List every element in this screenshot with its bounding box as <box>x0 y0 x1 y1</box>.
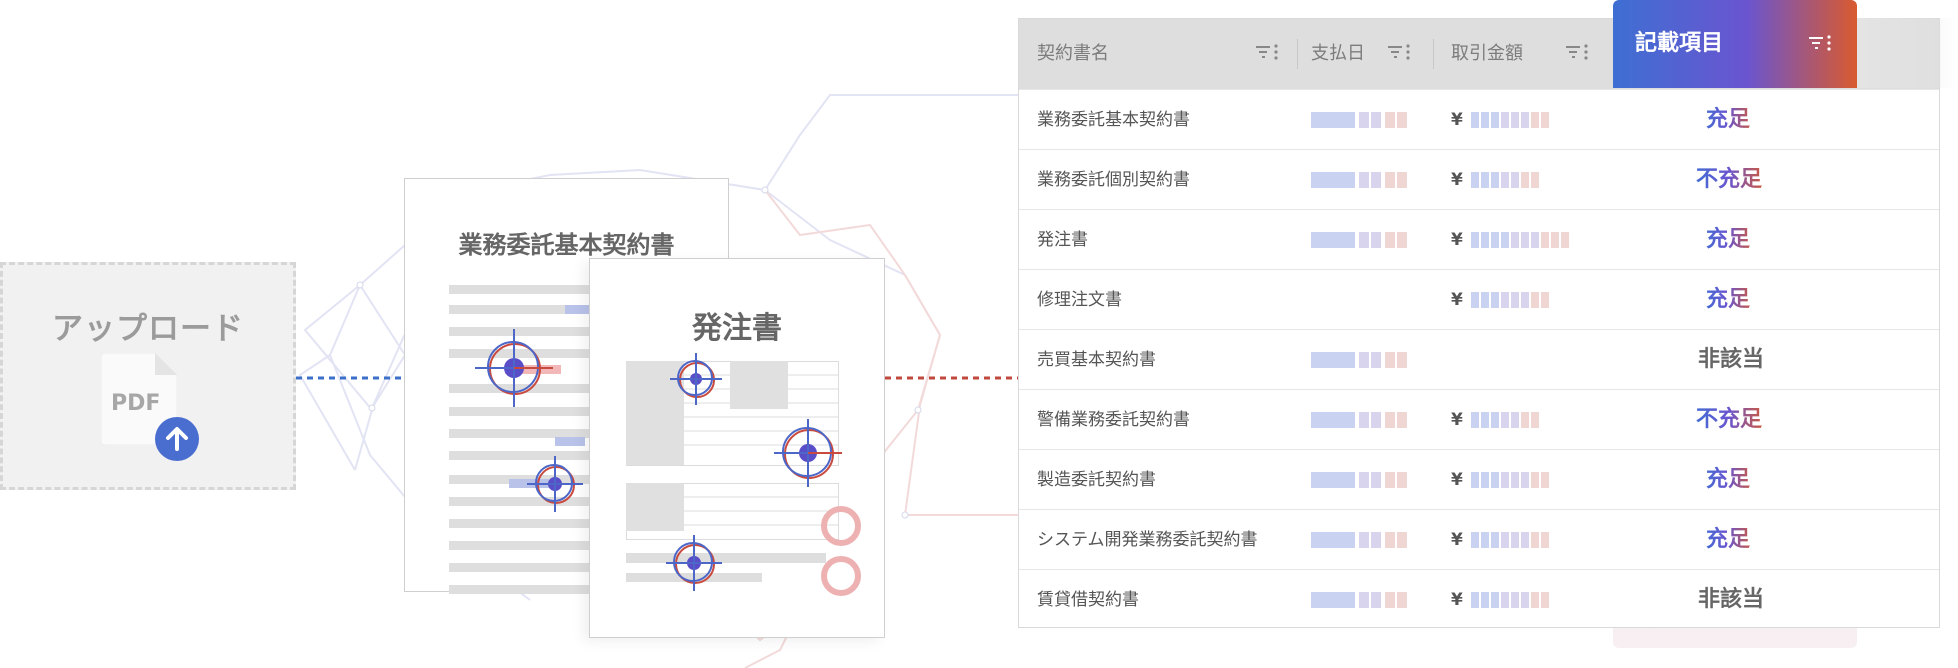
filter-icon[interactable] <box>1387 43 1411 63</box>
column-header-items[interactable]: 記載項目 <box>1613 0 1857 88</box>
upload-arrow-icon[interactable] <box>155 417 199 461</box>
status-badge: 充足 <box>1701 510 1755 570</box>
row-contract-name: 修理注文書 <box>1037 290 1122 310</box>
currency-symbol: ¥ <box>1451 530 1463 550</box>
table-row[interactable]: 売買基本契約書 非該当 <box>1019 329 1939 389</box>
pdf-label: PDF <box>111 391 161 416</box>
pdf-file-icon <box>101 353 177 445</box>
table-row[interactable]: 製造委託契約書 ¥ 充足 <box>1019 449 1939 509</box>
status-badge: 充足 <box>1701 270 1755 330</box>
currency-symbol: ¥ <box>1451 290 1463 310</box>
upload-dropzone[interactable]: アップロード PDF <box>0 262 296 490</box>
currency-symbol: ¥ <box>1451 470 1463 490</box>
row-contract-name: 警備業務委託契約書 <box>1037 410 1190 430</box>
status-badge: 不充足 <box>1691 390 1767 450</box>
row-contract-name: 業務委託基本契約書 <box>1037 110 1190 130</box>
currency-symbol: ¥ <box>1451 410 1463 430</box>
target-marker-icon <box>666 535 722 591</box>
row-contract-name: 製造委託契約書 <box>1037 470 1156 490</box>
status-badge: 充足 <box>1701 210 1755 270</box>
currency-symbol: ¥ <box>1451 170 1463 190</box>
table-row[interactable]: 発注書 ¥ 充足 <box>1019 209 1939 269</box>
table-row[interactable]: 修理注文書 ¥ 充足 <box>1019 269 1939 329</box>
empty-field-marker-icon <box>821 506 861 596</box>
table-row[interactable]: 賃貸借契約書 ¥ 非該当 <box>1019 569 1939 629</box>
status-badge: 非該当 <box>1697 347 1764 372</box>
column-header-items-label: 記載項目 <box>1635 31 1724 56</box>
column-header-amount[interactable]: 取引金額 <box>1451 43 1523 64</box>
filter-icon[interactable] <box>1807 34 1833 54</box>
row-contract-name: 発注書 <box>1037 230 1088 250</box>
row-contract-name: 業務委託個別契約書 <box>1037 170 1190 190</box>
header-fade <box>1857 18 1958 88</box>
table-row[interactable]: 業務委託基本契約書 ¥ 充足 <box>1019 89 1939 149</box>
column-header-name[interactable]: 契約書名 <box>1037 43 1109 64</box>
row-contract-name: 売買基本契約書 <box>1037 350 1156 370</box>
document-preview-2: 発注書 <box>589 258 885 638</box>
document-title: 発注書 <box>692 311 782 346</box>
status-badge: 充足 <box>1701 450 1755 510</box>
status-badge: 不充足 <box>1691 150 1767 210</box>
target-marker-icon <box>670 353 722 405</box>
document-title: 業務委託基本契約書 <box>458 230 675 259</box>
filter-icon[interactable] <box>1255 43 1279 63</box>
row-contract-name: 賃貸借契約書 <box>1037 590 1139 610</box>
currency-symbol: ¥ <box>1451 590 1463 610</box>
contract-table: 契約書名 支払日 取引金額 業務委託基本契約書¥充足業務委託個別契約書¥不充足発… <box>1018 18 1940 628</box>
table-row[interactable]: システム開発業務委託契約書 ¥ 充足 <box>1019 509 1939 569</box>
column-header-date[interactable]: 支払日 <box>1311 43 1365 64</box>
target-marker-icon <box>527 456 583 512</box>
table-row[interactable]: 警備業務委託契約書 ¥ 不充足 <box>1019 389 1939 449</box>
target-marker-icon <box>774 419 842 487</box>
status-badge: 充足 <box>1701 90 1755 150</box>
currency-symbol: ¥ <box>1451 110 1463 130</box>
upload-title: アップロード <box>52 311 244 347</box>
currency-symbol: ¥ <box>1451 230 1463 250</box>
filter-icon[interactable] <box>1565 43 1589 63</box>
target-marker-icon <box>475 329 553 407</box>
table-row[interactable]: 業務委託個別契約書 ¥ 不充足 <box>1019 149 1939 209</box>
row-contract-name: システム開発業務委託契約書 <box>1037 530 1258 550</box>
status-badge: 非該当 <box>1697 587 1764 612</box>
